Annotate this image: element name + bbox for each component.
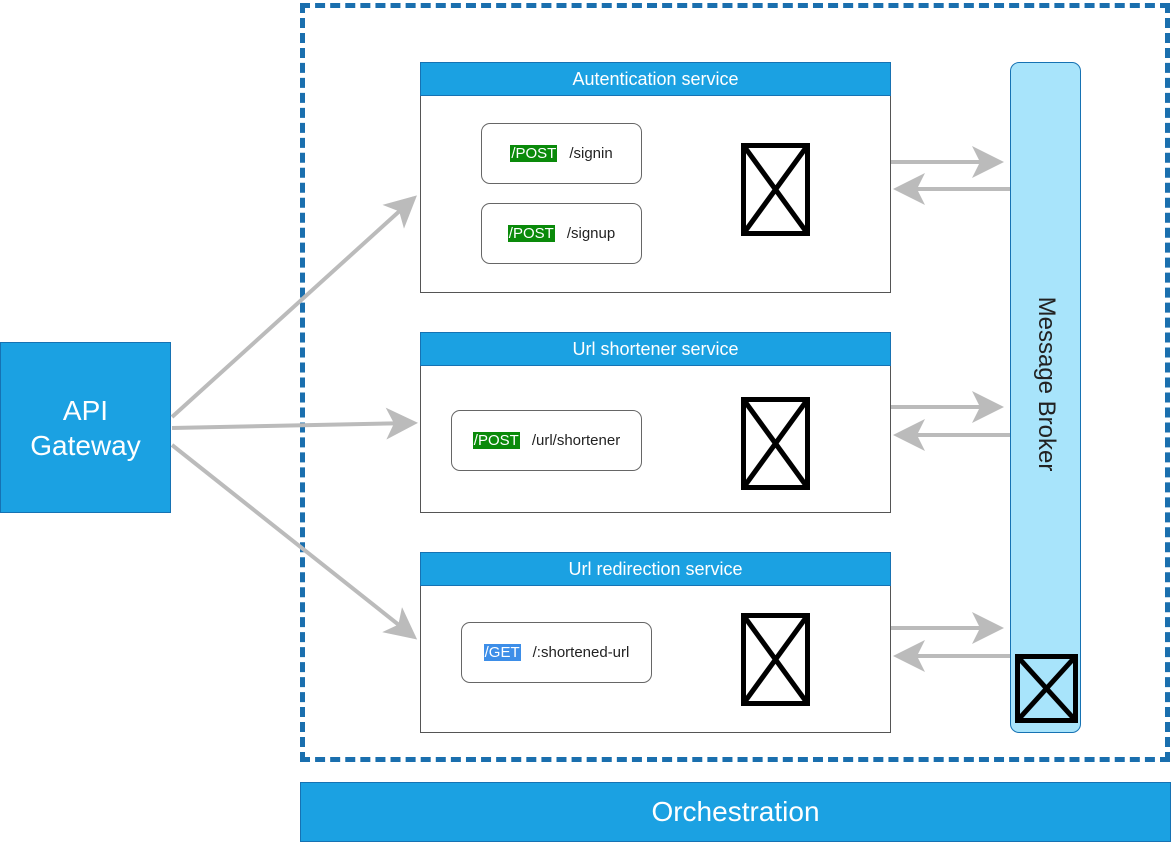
gateway-to-auth-arrow [170, 195, 417, 419]
missing-image-icon [741, 613, 810, 706]
orchestration-label: Orchestration [651, 796, 820, 827]
cluster-boundary [300, 3, 1170, 762]
endpoint-path: /signin [569, 145, 613, 162]
service-title: Url shortener service [420, 332, 891, 366]
api-gateway-label: API Gateway [30, 394, 141, 461]
gateway-to-shortener-arrow [171, 407, 418, 440]
message-broker[interactable]: Message Broker [1010, 62, 1081, 733]
endpoint-shortened-url[interactable]: /GET /:shortened-url [461, 622, 652, 683]
missing-image-icon [741, 397, 810, 490]
endpoint-path: /:shortened-url [532, 644, 630, 661]
missing-image-icon [741, 143, 810, 236]
endpoint-path: /signup [566, 225, 616, 242]
http-method-badge: /GET [483, 644, 521, 661]
endpoint-path: /url/shortener [531, 432, 621, 449]
http-method-badge: /POST [507, 225, 555, 242]
endpoint-signup[interactable]: /POST /signup [481, 203, 642, 264]
api-gateway-node[interactable]: API Gateway [0, 342, 171, 513]
gateway-to-redirection-arrow [170, 443, 418, 640]
url-shortener-service[interactable]: Url shortener service /POST /url/shorten… [420, 332, 891, 513]
service-title: Autentication service [420, 62, 891, 96]
missing-image-icon [1015, 654, 1078, 723]
endpoint-url-shortener[interactable]: /POST /url/shortener [451, 410, 642, 471]
service-title: Url redirection service [420, 552, 891, 586]
orchestration-bar[interactable]: Orchestration [300, 782, 1171, 842]
authentication-service[interactable]: Autentication service /POST /signin /POS… [420, 62, 891, 293]
http-method-badge: /POST [472, 432, 520, 449]
endpoint-signin[interactable]: /POST /signin [481, 123, 642, 184]
http-method-badge: /POST [510, 145, 558, 162]
url-redirection-service[interactable]: Url redirection service /GET /:shortened… [420, 552, 891, 733]
